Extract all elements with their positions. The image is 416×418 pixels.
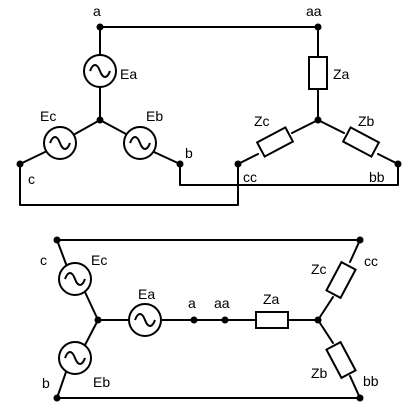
- sine-wave-icon: [134, 313, 156, 327]
- top-impedance-zb: [341, 126, 381, 158]
- top-impedance-za: [308, 56, 328, 90]
- top-wire-neutral-to-zc: [291, 119, 319, 134]
- bottom-terminal-label-b: b: [42, 375, 50, 391]
- top-source-ec: [43, 126, 77, 160]
- top-source-label-ea: Ea: [120, 66, 137, 82]
- bottom-impedance-label-zc: Zc: [311, 261, 327, 277]
- bottom-impedance-za: [255, 311, 289, 329]
- bottom-node-a: [190, 316, 198, 324]
- bottom-node-bb: [356, 394, 364, 402]
- bottom-source-label-ec: Ec: [91, 252, 107, 268]
- top-terminal-label-cc: cc: [243, 169, 257, 185]
- top-source-ea: [83, 54, 117, 88]
- bottom-node-load-neutral: [314, 316, 322, 324]
- bottom-wire-ec-to-neutral: [84, 291, 99, 321]
- bottom-wire-cc-to-zc: [349, 239, 361, 263]
- bottom-node-b: [53, 394, 61, 402]
- sine-wave-icon: [129, 136, 151, 150]
- bottom-impedance-zb: [325, 340, 357, 380]
- top-wire-zb-to-bb: [377, 153, 399, 165]
- bottom-wire-neutral-to-zb: [317, 319, 334, 344]
- bottom-terminal-label-cc: cc: [364, 253, 378, 269]
- top-terminal-label-aa: aa: [306, 3, 322, 19]
- top-impedance-label-zb: Zb: [358, 113, 375, 129]
- bottom-node-cc: [356, 236, 364, 244]
- top-source-label-eb: Eb: [146, 108, 163, 124]
- top-node-a: [96, 23, 104, 31]
- bottom-source-ec: [58, 262, 92, 296]
- top-source-eb: [123, 126, 157, 160]
- bottom-node-source-neutral: [94, 316, 102, 324]
- top-impedance-label-za: Za: [333, 66, 350, 82]
- top-terminal-label-a: a: [93, 3, 101, 19]
- top-node-load-neutral: [314, 116, 322, 124]
- bottom-terminal-label-c: c: [40, 252, 47, 268]
- top-wire-neutral-to-eb: [99, 119, 127, 135]
- bottom-source-label-eb: Eb: [93, 374, 110, 390]
- top-wire-ec-to-c: [19, 151, 46, 165]
- bottom-wire-neutral-to-eb: [84, 319, 99, 346]
- top-wire-eb-to-b: [153, 151, 181, 165]
- top-line-c-cc: [19, 163, 239, 206]
- bottom-terminal-label-aa: aa: [214, 295, 230, 311]
- bottom-wire-c-to-ec: [56, 239, 67, 265]
- bottom-source-ea: [128, 303, 162, 337]
- top-node-b: [176, 160, 184, 168]
- top-wire-neutral-to-zb: [317, 119, 345, 134]
- top-impedance-label-zc: Zc: [254, 113, 270, 129]
- top-wire-neutral-to-ec: [74, 119, 101, 135]
- bottom-impedance-label-za: Za: [263, 291, 280, 307]
- bottom-wire-zc-to-neutral: [317, 296, 334, 321]
- sine-wave-icon: [64, 351, 86, 365]
- top-line-b-bb: [179, 163, 399, 186]
- bottom-wire-eb-to-b: [56, 371, 67, 399]
- top-source-label-ec: Ec: [40, 108, 56, 124]
- bottom-node-aa: [221, 316, 229, 324]
- top-node-c: [16, 160, 24, 168]
- bottom-terminal-label-bb: bb: [363, 373, 379, 389]
- bottom-source-label-ea: Ea: [138, 286, 155, 302]
- top-node-bb: [394, 160, 402, 168]
- bottom-terminal-label-a: a: [188, 295, 196, 311]
- bottom-impedance-label-zb: Zb: [311, 365, 328, 381]
- sine-wave-icon: [49, 136, 71, 150]
- top-impedance-zc: [255, 126, 295, 158]
- sine-wave-icon: [89, 64, 111, 78]
- top-circuit: a aa Ea Ec Eb b c Za Zc Zb cc bb: [16, 3, 402, 206]
- top-terminal-label-b: b: [185, 145, 193, 161]
- bottom-circuit: c Ec Ea a aa Za Eb b Zc cc Zb bb: [40, 236, 379, 402]
- top-node-source-neutral: [96, 116, 104, 124]
- top-node-aa: [314, 23, 322, 31]
- top-node-cc: [234, 160, 242, 168]
- sine-wave-icon: [64, 272, 86, 286]
- top-terminal-label-c: c: [28, 171, 35, 187]
- bottom-impedance-zc: [325, 260, 357, 300]
- bottom-wire-zb-to-bb: [349, 375, 361, 399]
- top-terminal-label-bb: bb: [369, 169, 385, 185]
- top-wire-zc-to-cc: [237, 153, 259, 165]
- bottom-source-eb: [58, 341, 92, 375]
- bottom-node-c: [53, 236, 61, 244]
